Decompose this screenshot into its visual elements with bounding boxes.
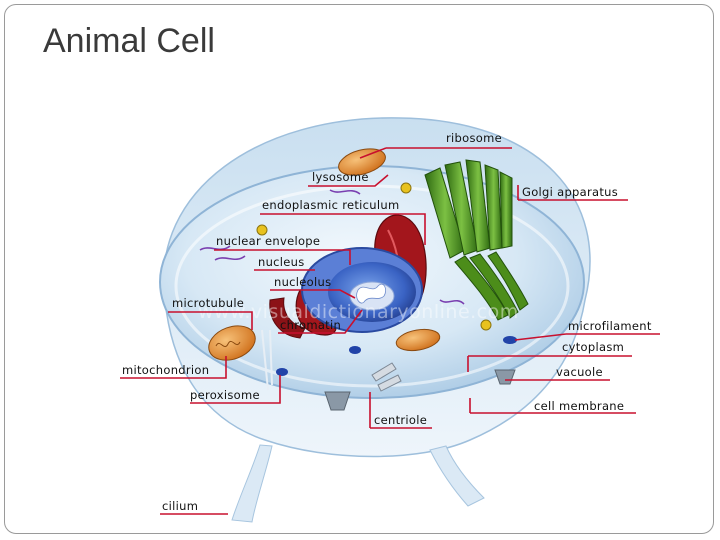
- label-microtubule: microtubule: [172, 296, 244, 310]
- small-organelles: [199, 182, 517, 411]
- label-peroxisome: peroxisome: [190, 388, 260, 402]
- label-nuclear-envelope: nuclear envelope: [216, 234, 320, 248]
- leader-lines: [120, 147, 660, 515]
- label-cell-membrane: cell membrane: [534, 399, 624, 413]
- label-chromatin: chromatin: [280, 318, 341, 332]
- watermark-text: www.visualdictionaryonline.com: [198, 301, 519, 323]
- cilia: [231, 444, 485, 523]
- label-cytoplasm: cytoplasm: [562, 340, 624, 354]
- slide-title: Animal Cell: [43, 22, 215, 60]
- mitochondria: [208, 148, 441, 361]
- label-golgi-apparatus: Golgi apparatus: [522, 185, 618, 199]
- label-cilium: cilium: [162, 499, 198, 513]
- labels: ribosome lysosome Golgi apparatus endopl…: [122, 131, 652, 513]
- label-vacuole: vacuole: [556, 365, 603, 379]
- label-nucleus: nucleus: [258, 255, 305, 269]
- golgi-apparatus: [424, 159, 529, 321]
- label-ribosome: ribosome: [446, 131, 502, 145]
- label-lysosome: lysosome: [312, 170, 369, 184]
- label-endoplasmic-reticulum: endoplasmic reticulum: [262, 198, 399, 212]
- label-microfilament: microfilament: [568, 319, 652, 333]
- label-mitochondrion: mitochondrion: [122, 363, 209, 377]
- nucleus-shape: [301, 247, 423, 333]
- label-centriole: centriole: [374, 413, 427, 427]
- label-nucleolus: nucleolus: [274, 275, 331, 289]
